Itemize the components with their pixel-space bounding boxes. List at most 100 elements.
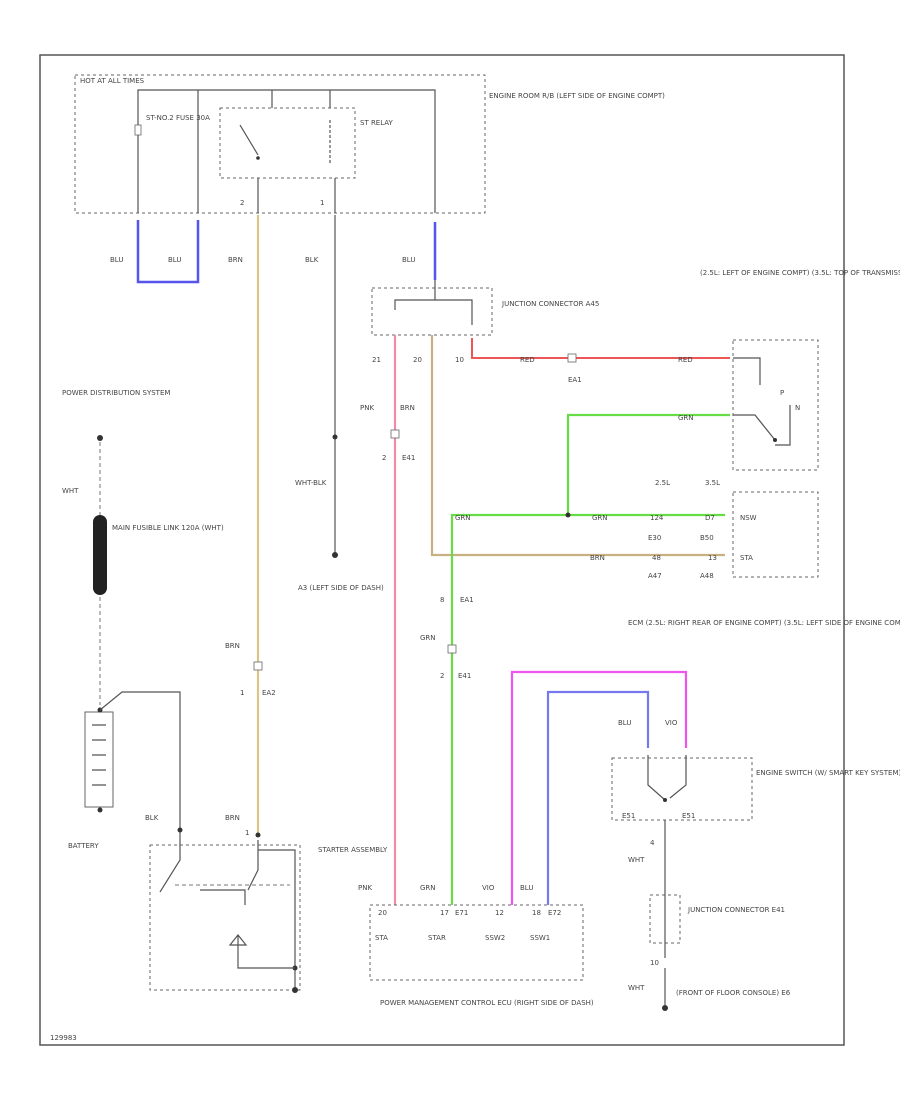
wire-brn-relay-label: BRN bbox=[228, 256, 243, 264]
wire-wht-blk-label: WHT-BLK bbox=[295, 479, 327, 487]
ground-front-title: (FRONT OF FLOOR CONSOLE) E6 bbox=[676, 989, 791, 997]
fusible-link-title: MAIN FUSIBLE LINK 120A (WHT) bbox=[112, 524, 224, 532]
pm-pin-star: STAR bbox=[428, 934, 446, 942]
pm-pin-ssw1: SSW1 bbox=[530, 934, 550, 942]
junction-a-pin-20: 20 bbox=[413, 356, 422, 364]
wire-pnk-conn: E41 bbox=[402, 454, 415, 462]
starter-assembly: STARTER ASSEMBLY BRN 1 bbox=[149, 814, 388, 993]
wire-brn-ecm bbox=[430, 335, 725, 557]
pm-pin-conn-b: E72 bbox=[548, 909, 561, 917]
wire-grn-ecm-label: GRN bbox=[592, 514, 608, 522]
wire-grn-b-label: GRN bbox=[420, 634, 436, 642]
figure-id: 129983 bbox=[50, 1034, 77, 1042]
wire-sw-blu-label: BLU bbox=[618, 719, 631, 727]
wire-blk-relay-label: BLK bbox=[305, 256, 319, 264]
starter-title: STARTER ASSEMBLY bbox=[318, 846, 388, 854]
junction-connector-a: JUNCTION CONNECTOR A45 21 20 10 bbox=[371, 280, 599, 364]
relay-pin-left: 2 bbox=[240, 199, 244, 207]
pm-pin-num-20: 20 bbox=[378, 909, 387, 917]
wire-blu-loop bbox=[136, 220, 200, 284]
ecm-pin-nsw: NSW bbox=[740, 514, 757, 522]
wire-brn-starter-label: BRN bbox=[225, 814, 240, 822]
wire-brn-mid-conn: EA2 bbox=[262, 689, 276, 697]
battery-title: BATTERY bbox=[68, 842, 99, 850]
battery-symbol bbox=[84, 711, 114, 808]
ecm-conn-top-a: E30 bbox=[648, 534, 661, 542]
engine-switch: ENGINE SWITCH (W/ SMART KEY SYSTEM) E51 … bbox=[611, 755, 900, 890]
wire-sw-vio-label: VIO bbox=[665, 719, 678, 727]
engine-room-relay-box: HOT AT ALL TIMES ENGINE ROOM R/B (LEFT S… bbox=[74, 74, 665, 214]
wire-red bbox=[471, 338, 730, 359]
pm-pin-num-17: 17 bbox=[440, 909, 449, 917]
power-dist-title: POWER DISTRIBUTION SYSTEM bbox=[62, 389, 170, 397]
ecm-pin-sta: STA bbox=[740, 554, 753, 562]
ecm: 2.5L 3.5L NSW STA 124 D7 E30 B50 48 13 A… bbox=[628, 479, 900, 627]
wire-pnk-conn-pin: 2 bbox=[382, 454, 386, 462]
pm-wire-pnk: PNK bbox=[358, 884, 372, 892]
wire-blu-right-label: BLU bbox=[168, 256, 181, 264]
ground-left-label: A3 (LEFT SIDE OF DASH) bbox=[298, 584, 384, 592]
engine-switch-conn-b: E51 bbox=[682, 812, 695, 820]
wire-red-label: RED bbox=[520, 356, 535, 364]
wire-wht-gnd-label: WHT bbox=[628, 984, 645, 992]
wire-grn-mid-label: GRN bbox=[455, 514, 471, 522]
starter-pin: 1 bbox=[245, 829, 249, 837]
pn-switch-title: (2.5L: LEFT OF ENGINE COMPT) (3.5L: TOP … bbox=[700, 269, 900, 277]
wire-pnk-label: PNK bbox=[360, 404, 374, 412]
wire-brn-mid-pin: 1 bbox=[240, 689, 244, 697]
ecm-note-35: 3.5L bbox=[705, 479, 720, 487]
wire-brn-a-label: BRN bbox=[400, 404, 415, 412]
power-management-ecu: PNK GRN VIO BLU 20 17 E71 12 18 E72 STA … bbox=[358, 884, 594, 1007]
wire-wht-sw-label: WHT bbox=[628, 856, 645, 864]
junction-a-pin-21: 21 bbox=[372, 356, 381, 364]
power-supply: POWER DISTRIBUTION SYSTEM WHT MAIN FUSIB… bbox=[62, 389, 224, 850]
wire-blu-switch bbox=[546, 690, 650, 905]
pm-wire-grn: GRN bbox=[420, 884, 436, 892]
relay-box-header: HOT AT ALL TIMES bbox=[80, 77, 145, 85]
wire-grn-c-conn: EA1 bbox=[460, 596, 474, 604]
wire-red-label-2: RED bbox=[678, 356, 693, 364]
ecm-title: ECM (2.5L: RIGHT REAR OF ENGINE COMPT) (… bbox=[628, 619, 900, 627]
wire-vio bbox=[510, 670, 688, 905]
fuse-label: ST-NO.2 FUSE 30A bbox=[146, 114, 210, 122]
pm-pin-num-12: 12 bbox=[495, 909, 504, 917]
ecm-conn-top-b: B50 bbox=[700, 534, 714, 542]
junction-a-pin-10: 10 bbox=[455, 356, 464, 364]
ecm-pin-top-a: 124 bbox=[650, 514, 664, 522]
engine-switch-pin: 4 bbox=[650, 839, 655, 847]
wht-battery-label: WHT bbox=[62, 487, 79, 495]
pm-pin-sta: STA bbox=[375, 934, 388, 942]
junction-a-title: JUNCTION CONNECTOR A45 bbox=[501, 300, 599, 308]
pm-pin-conn-a: E71 bbox=[455, 909, 468, 917]
wire-grn-ecm bbox=[450, 513, 725, 905]
pm-pin-num-18: 18 bbox=[532, 909, 541, 917]
ecm-conn-bot-b: A48 bbox=[700, 572, 714, 580]
wire-blk-battery-label: BLK bbox=[145, 814, 159, 822]
diagram-frame bbox=[39, 54, 845, 1046]
wire-brn-mid-label: BRN bbox=[225, 642, 240, 650]
wire-blu-top-label: BLU bbox=[402, 256, 415, 264]
wire-grn-top-label: GRN bbox=[678, 414, 694, 422]
pm-wire-vio: VIO bbox=[482, 884, 495, 892]
engine-switch-conn-a: E51 bbox=[622, 812, 635, 820]
ecm-pin-bot-b: 13 bbox=[708, 554, 717, 562]
wire-grn-top bbox=[566, 413, 730, 515]
wire-grn-b-pin: 2 bbox=[440, 672, 444, 680]
junction-b-title: JUNCTION CONNECTOR E41 bbox=[687, 906, 785, 914]
pm-wire-blu: BLU bbox=[520, 884, 533, 892]
park-neutral-switch: (2.5L: LEFT OF ENGINE COMPT) (3.5L: TOP … bbox=[700, 269, 900, 471]
wire-red-connector: EA1 bbox=[568, 376, 582, 384]
ecm-conn-bot-a: A47 bbox=[648, 572, 662, 580]
ecm-note-25: 2.5L bbox=[655, 479, 670, 487]
wire-grn-c-pin: 8 bbox=[440, 596, 444, 604]
ground-front-pin: 10 bbox=[650, 959, 659, 967]
relay-box-title: ENGINE ROOM R/B (LEFT SIDE OF ENGINE COM… bbox=[489, 92, 665, 100]
engine-switch-title: ENGINE SWITCH (W/ SMART KEY SYSTEM) bbox=[756, 769, 900, 777]
pm-pin-ssw2: SSW2 bbox=[485, 934, 505, 942]
ecm-pin-bot-a: 48 bbox=[652, 554, 661, 562]
wire-grn-b-conn: E41 bbox=[458, 672, 471, 680]
wire-blu-left-label: BLU bbox=[110, 256, 123, 264]
pn-label-p: P bbox=[780, 389, 784, 397]
junction-connector-b: JUNCTION CONNECTOR E41 10 WHT (FRONT OF … bbox=[628, 890, 791, 1011]
